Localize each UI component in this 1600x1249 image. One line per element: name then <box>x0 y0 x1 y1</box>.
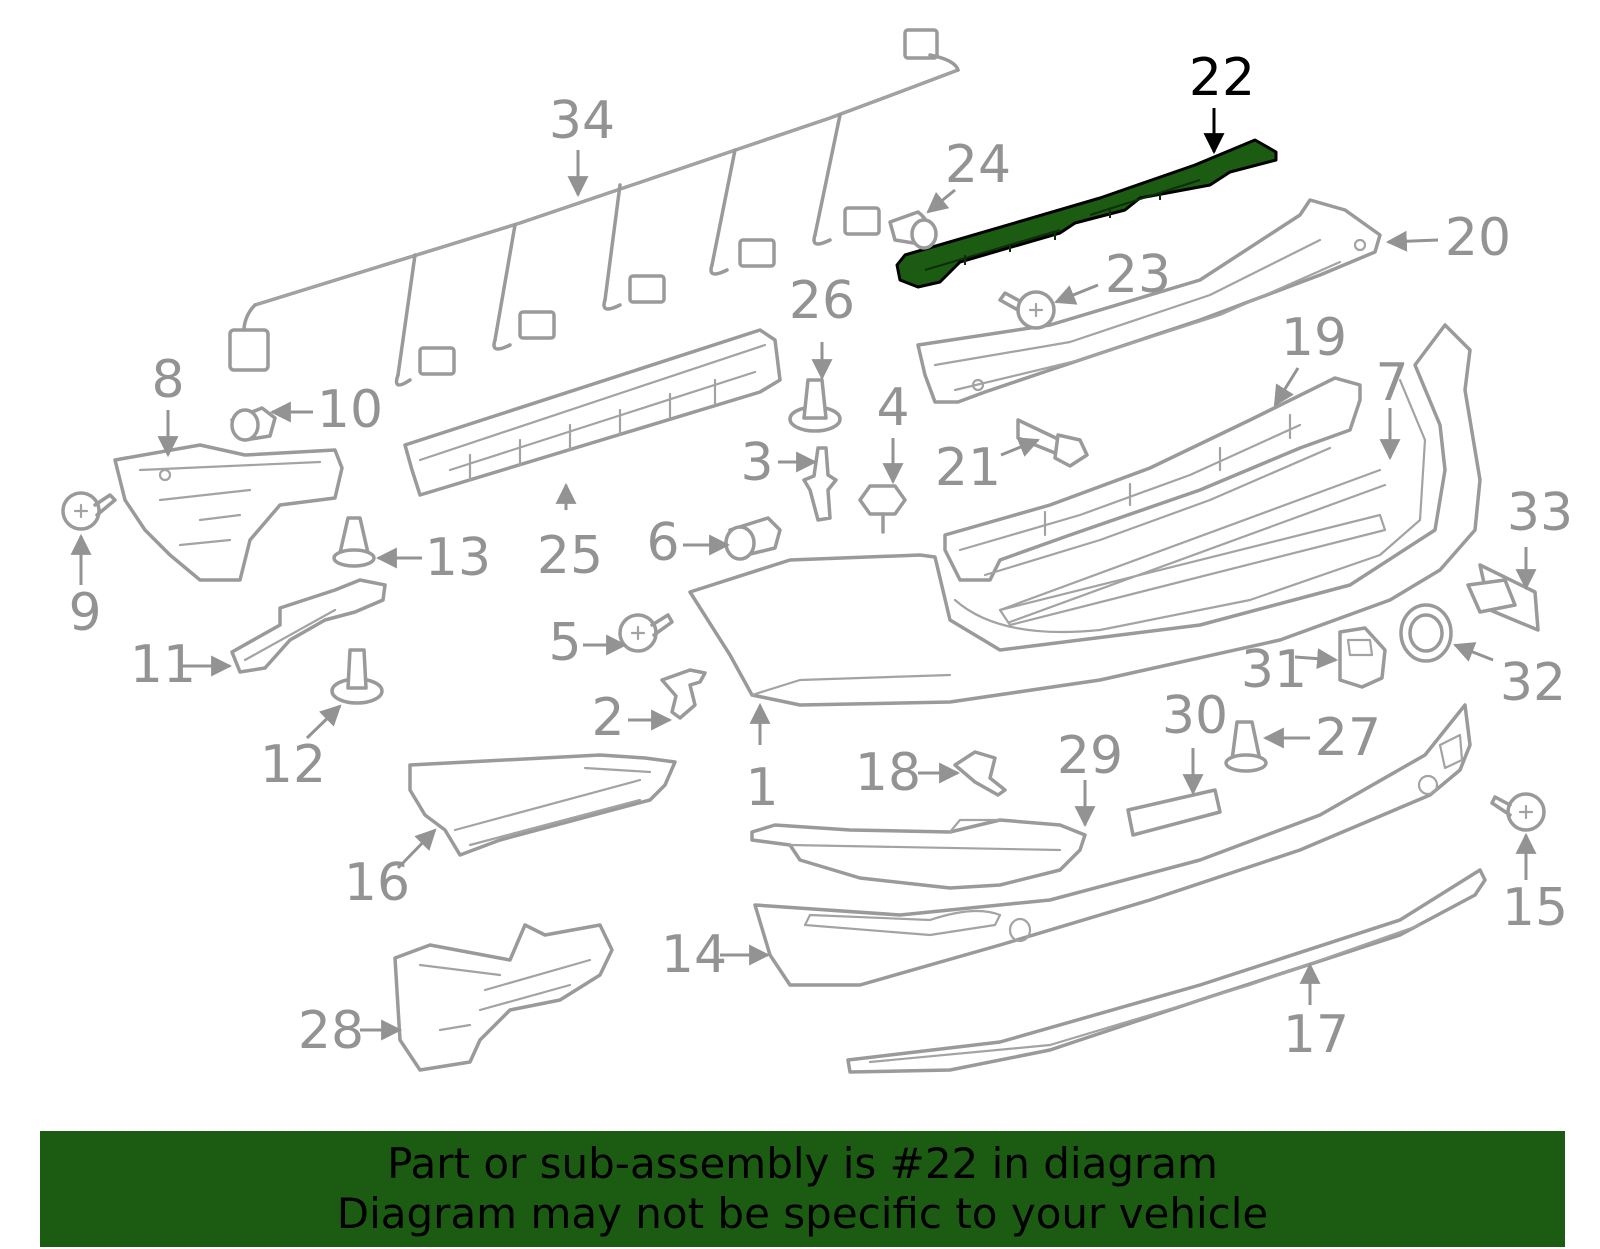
label-15: 15 <box>1502 878 1568 938</box>
label-22: 22 <box>1189 48 1255 108</box>
part-10-grommet[interactable] <box>230 406 277 442</box>
part-29-reflector[interactable] <box>750 818 1087 890</box>
label-34: 34 <box>549 91 615 151</box>
part-3-push-pin[interactable] <box>802 446 838 522</box>
part-11-bracket[interactable] <box>230 578 387 674</box>
part-19-energy-absorber[interactable] <box>943 376 1362 582</box>
part-31-sensor-holder[interactable] <box>1338 626 1387 689</box>
part-20-reinforcement[interactable] <box>916 198 1382 404</box>
label-10: 10 <box>317 380 383 440</box>
info-banner: Part or sub-assembly is #22 in diagram D… <box>40 1131 1565 1247</box>
part-25-step-pad[interactable] <box>403 328 782 497</box>
label-11: 11 <box>130 635 196 695</box>
part-24-clip[interactable] <box>888 210 938 250</box>
part-28-lower-bracket[interactable] <box>393 923 614 1072</box>
part-18-sensor[interactable] <box>953 750 1007 797</box>
label-29: 29 <box>1057 726 1123 786</box>
banner-line-1: Part or sub-assembly is #22 in diagram <box>387 1139 1218 1188</box>
part-15-screw[interactable] <box>1490 792 1546 832</box>
banner-line-2: Diagram may not be specific to your vehi… <box>336 1189 1269 1238</box>
label-26: 26 <box>789 271 855 331</box>
part-13-clip-nut[interactable] <box>332 516 376 568</box>
part-17-diffuser[interactable] <box>846 868 1487 1074</box>
label-30: 30 <box>1162 686 1228 746</box>
part-2-clip[interactable] <box>660 668 707 720</box>
label-13: 13 <box>425 528 491 588</box>
callout-arrows <box>70 108 1537 1041</box>
label-19: 19 <box>1281 308 1347 368</box>
label-32: 32 <box>1500 653 1566 713</box>
part-6-grommet[interactable] <box>724 516 782 561</box>
label-24: 24 <box>945 135 1011 195</box>
label-17: 17 <box>1283 1005 1349 1065</box>
label-25: 25 <box>537 526 603 586</box>
part-34-wiring-harness[interactable] <box>228 28 960 387</box>
part-27-clip[interactable] <box>1224 720 1268 773</box>
part-8-bracket[interactable] <box>113 443 344 582</box>
label-7: 7 <box>1375 353 1408 413</box>
part-4-nut[interactable] <box>858 484 907 534</box>
part-23-screw[interactable] <box>998 290 1056 330</box>
label-31: 31 <box>1241 640 1307 700</box>
part-5-screw[interactable] <box>618 613 674 653</box>
label-21: 21 <box>935 438 1001 498</box>
label-5: 5 <box>548 613 581 673</box>
part-1-bumper-cover[interactable] <box>688 323 1482 707</box>
callout-labels: 22 34 24 20 23 26 8 10 4 3 21 19 7 33 9 … <box>68 48 1573 1065</box>
label-23: 23 <box>1105 245 1171 305</box>
label-16: 16 <box>344 853 410 913</box>
label-8: 8 <box>151 350 184 410</box>
label-20: 20 <box>1445 208 1511 268</box>
part-12-screw[interactable] <box>330 648 384 705</box>
label-3: 3 <box>740 433 773 493</box>
label-27: 27 <box>1315 708 1381 768</box>
label-6: 6 <box>646 513 679 573</box>
part-26-fastener[interactable] <box>788 378 842 433</box>
part-22-absorber-highlighted[interactable] <box>895 138 1278 289</box>
label-1: 1 <box>745 758 778 818</box>
part-32-ring[interactable] <box>1399 603 1453 663</box>
label-4: 4 <box>876 378 909 438</box>
label-18: 18 <box>855 743 921 803</box>
part-14-lower-cover[interactable] <box>753 703 1472 987</box>
part-16-side-bracket[interactable] <box>408 753 677 857</box>
label-12: 12 <box>260 735 326 795</box>
part-9-screw[interactable] <box>61 491 117 531</box>
label-2: 2 <box>591 688 624 748</box>
part-33-sensor-bracket[interactable] <box>1466 563 1540 632</box>
label-28: 28 <box>298 1001 364 1061</box>
label-14: 14 <box>661 925 727 985</box>
label-33: 33 <box>1507 483 1573 543</box>
part-7-trim[interactable] <box>998 468 1387 624</box>
part-30-reflector-strip[interactable] <box>1126 788 1222 837</box>
label-9: 9 <box>68 583 101 643</box>
